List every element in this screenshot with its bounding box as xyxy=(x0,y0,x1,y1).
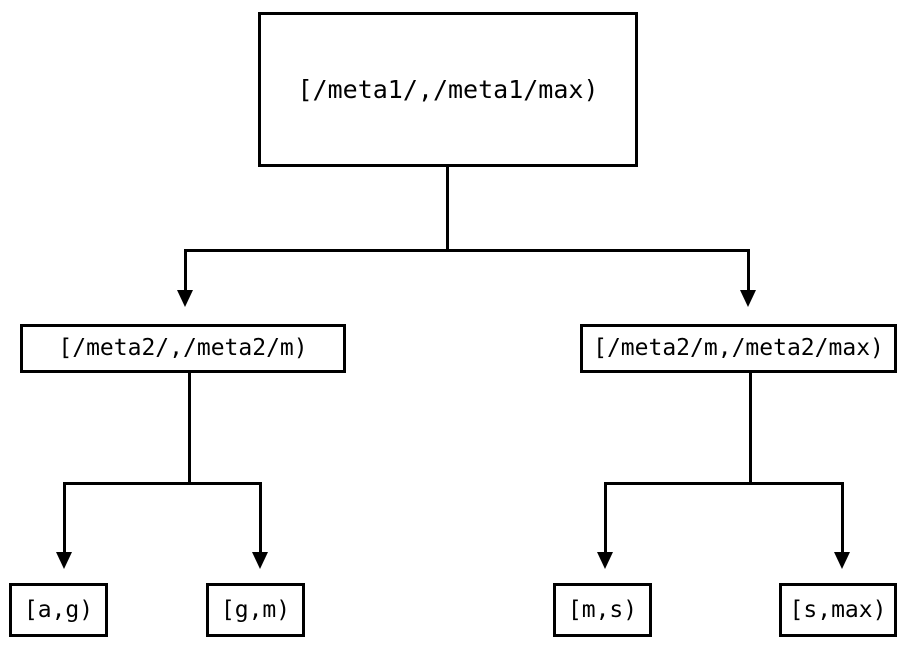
tree-node-mid-left[interactable]: [/meta2/,/meta2/m) xyxy=(20,324,346,373)
tree-node-mid-left-label: [/meta2/,/meta2/m) xyxy=(58,335,308,361)
tree-node-mid-right-label: [/meta2/m,/meta2/max) xyxy=(593,335,884,361)
edge-root-to-mid-right-drop xyxy=(747,249,750,292)
edge-root-horizontal-bar xyxy=(184,249,750,252)
edge-root-stem xyxy=(446,167,449,251)
edge-mid-right-horizontal-bar xyxy=(604,482,844,485)
arrowhead-down-icon-leaf-ag xyxy=(56,552,72,569)
edge-mid-right-to-leaf-ms-drop xyxy=(604,482,607,554)
tree-node-leaf-ms-label: [m,s) xyxy=(567,596,638,623)
tree-node-leaf-gm[interactable]: [g,m) xyxy=(206,583,305,637)
edge-mid-left-to-leaf-ag-drop xyxy=(63,482,66,554)
tree-node-leaf-smax[interactable]: [s,max) xyxy=(779,583,897,637)
tree-node-root-label: [/meta1/,/meta1/max) xyxy=(297,75,599,104)
edge-mid-left-to-leaf-gm-drop xyxy=(259,482,262,554)
tree-node-root[interactable]: [/meta1/,/meta1/max) xyxy=(258,12,638,167)
tree-node-leaf-gm-label: [g,m) xyxy=(220,596,291,623)
arrowhead-down-icon-leaf-gm xyxy=(252,552,268,569)
tree-node-leaf-ag-label: [a,g) xyxy=(23,596,94,623)
arrowhead-down-icon-mid-right xyxy=(740,290,756,307)
edge-mid-left-horizontal-bar xyxy=(63,482,262,485)
tree-node-leaf-ag[interactable]: [a,g) xyxy=(9,583,108,637)
edge-mid-right-to-leaf-smax-drop xyxy=(841,482,844,554)
edge-mid-right-stem xyxy=(749,373,752,485)
edge-root-to-mid-left-drop xyxy=(184,249,187,292)
edge-mid-left-stem xyxy=(188,373,191,485)
arrowhead-down-icon-leaf-smax xyxy=(834,552,850,569)
arrowhead-down-icon-mid-left xyxy=(177,290,193,307)
tree-node-mid-right[interactable]: [/meta2/m,/meta2/max) xyxy=(580,324,897,373)
tree-node-leaf-smax-label: [s,max) xyxy=(789,596,887,623)
arrowhead-down-icon-leaf-ms xyxy=(597,552,613,569)
tree-node-leaf-ms[interactable]: [m,s) xyxy=(553,583,652,637)
